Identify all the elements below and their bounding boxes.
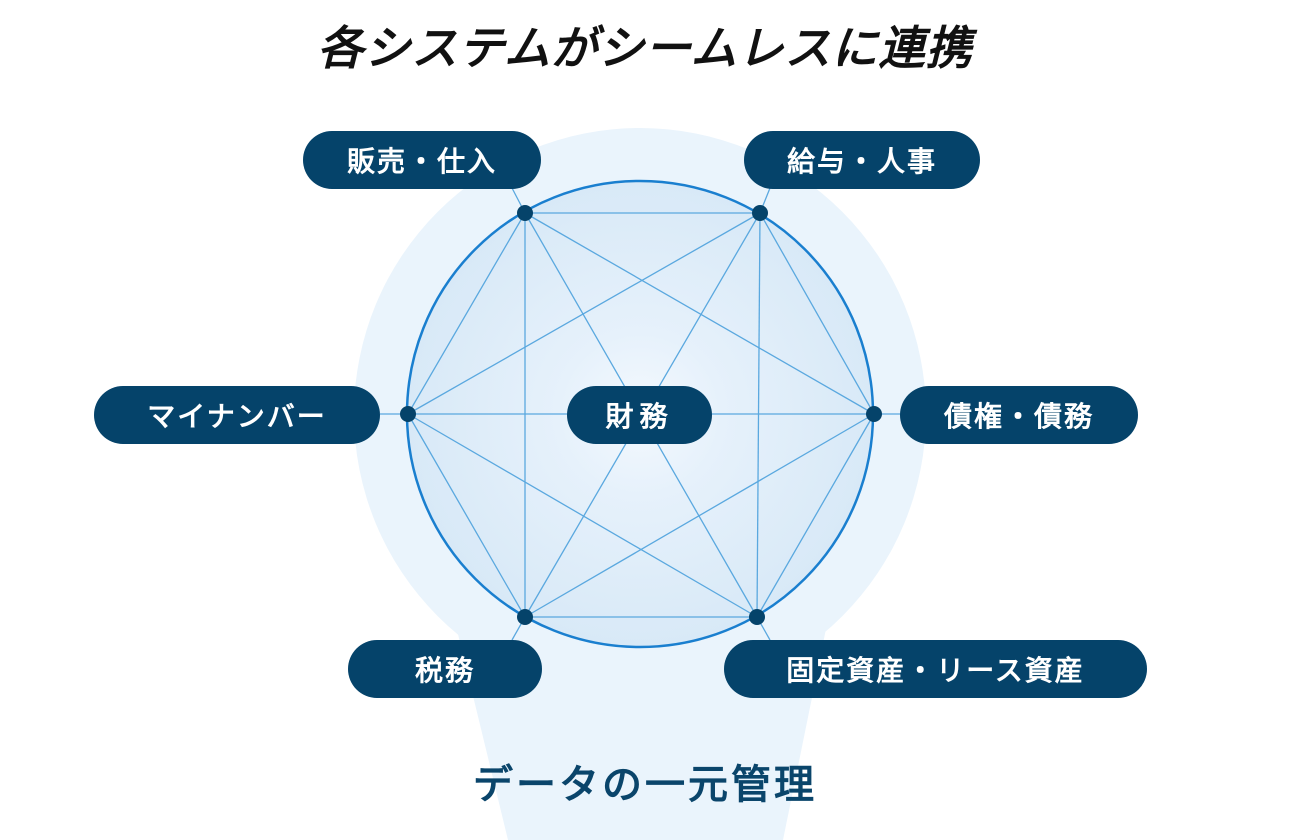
node-dot-tax — [517, 609, 533, 625]
node-dot-sales — [517, 205, 533, 221]
node-tax: 税務 — [348, 640, 542, 698]
node-mynumber: マイナンバー — [94, 386, 380, 444]
node-payroll: 給与・人事 — [744, 131, 980, 189]
footer-caption: データの一元管理 — [473, 762, 817, 808]
diagram-title: 各システムがシームレスに連携 — [317, 21, 973, 75]
center-node-finance: 財務 — [567, 386, 712, 444]
node-receivables: 債権・債務 — [900, 386, 1138, 444]
node-dot-mynumber — [400, 406, 416, 422]
node-sales: 販売・仕入 — [303, 131, 541, 189]
node-dot-assets — [749, 609, 765, 625]
node-dot-receivables — [866, 406, 882, 422]
node-dot-payroll — [752, 205, 768, 221]
node-assets: 固定資産・リース資産 — [724, 640, 1147, 698]
node-dots — [400, 205, 882, 625]
